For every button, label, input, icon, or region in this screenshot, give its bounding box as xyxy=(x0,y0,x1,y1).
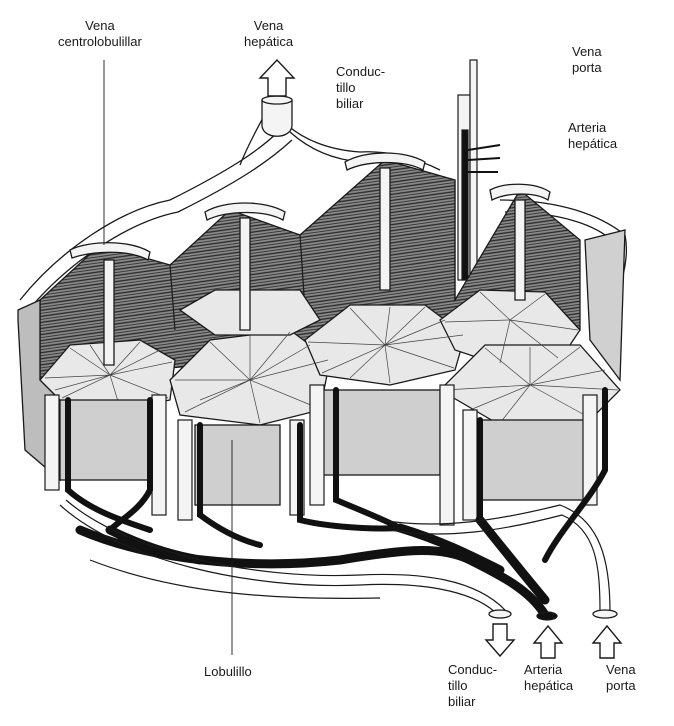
bile-duct-arrow-down xyxy=(486,624,514,656)
label-vena-centrolobulillar: Vena centrolobulillar xyxy=(58,18,142,50)
label-conductillo-biliar-top: Conduc- tillo biliar xyxy=(336,64,385,112)
portal-vein-arrow-up xyxy=(593,626,621,658)
label-vena-porta-bottom: Vena porta xyxy=(606,662,636,694)
label-vena-porta-top: Vena porta xyxy=(572,44,602,76)
vessel-ends xyxy=(489,610,617,620)
label-vena-hepatica-top: Vena hepática xyxy=(244,18,293,50)
hepatic-artery-arrow-up xyxy=(534,626,562,658)
label-lobulillo: Lobulillo xyxy=(204,664,252,680)
hepatic-vein-outflow xyxy=(262,96,292,136)
hepatic-vein-arrow-up xyxy=(260,60,294,96)
hepatic-artery-trunk xyxy=(80,520,545,615)
label-conductillo-biliar-bottom: Conduc- tillo biliar xyxy=(448,662,497,710)
label-arteria-hepatica-bottom: Arteria hepática xyxy=(524,662,573,694)
label-arteria-hepatica-top: Arteria hepática xyxy=(568,120,617,152)
